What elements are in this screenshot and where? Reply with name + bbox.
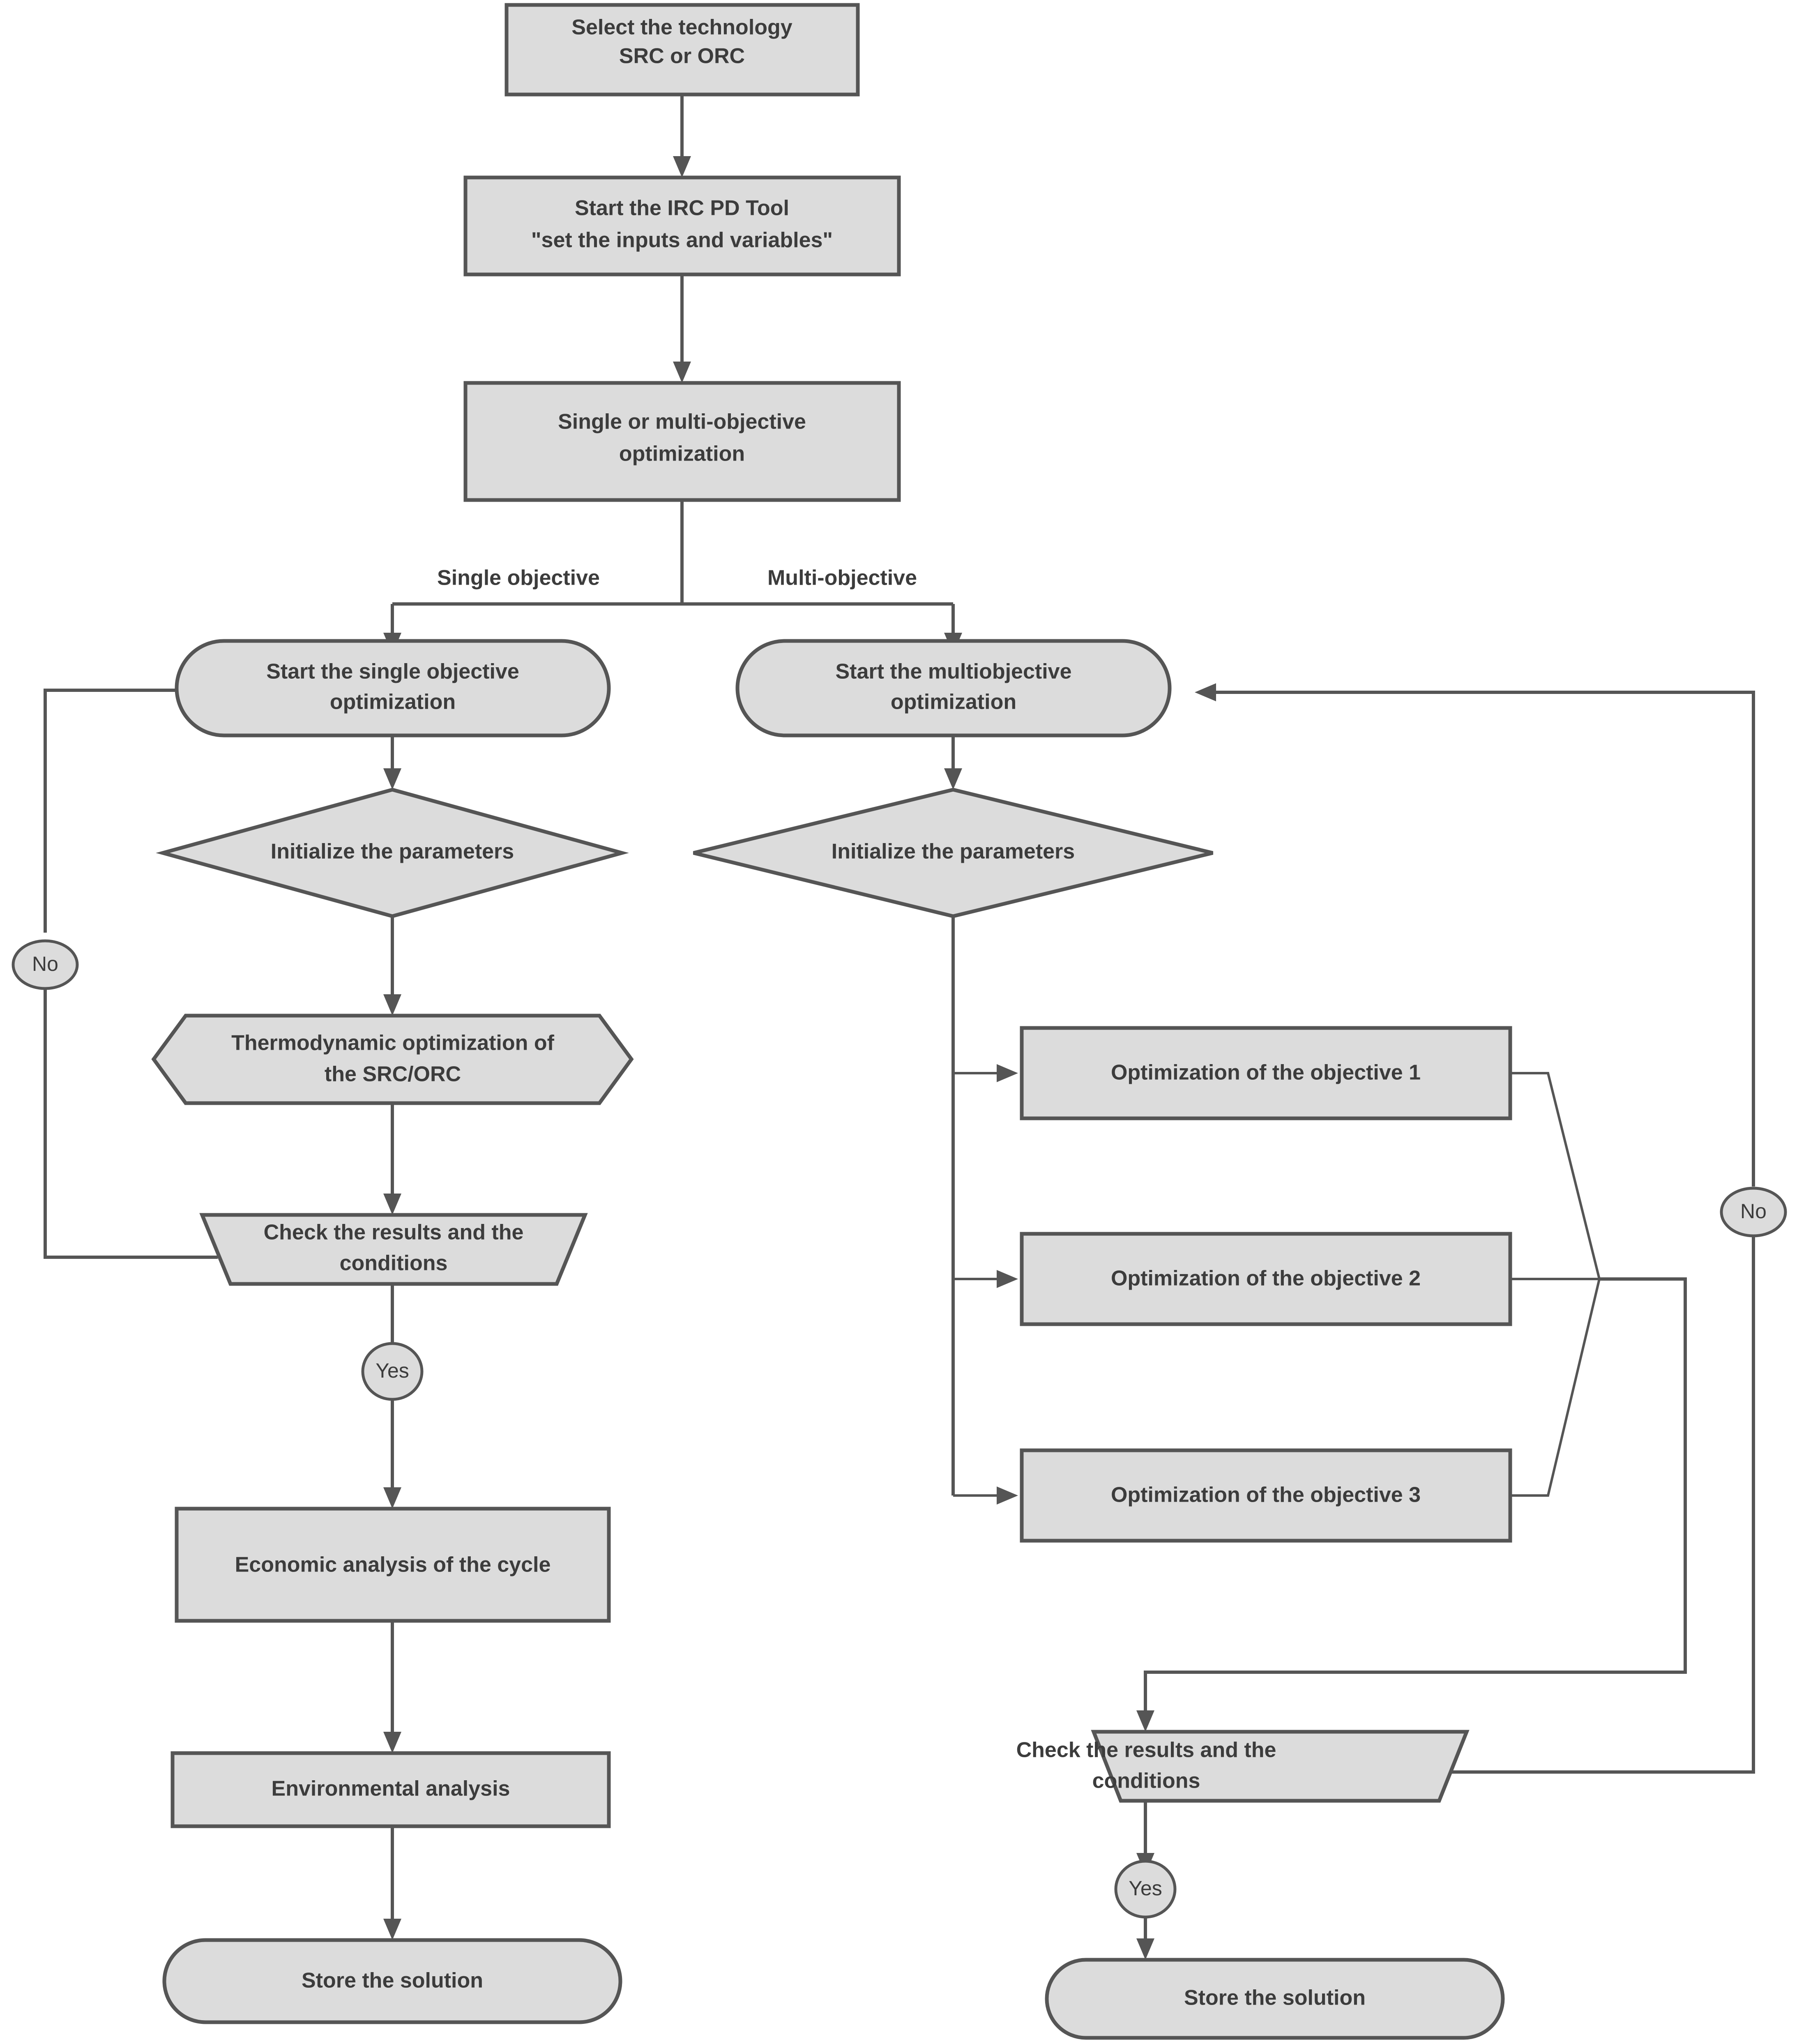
connector-yes-left-label: Yes: [376, 1359, 409, 1382]
node-objective-3-label: Optimization of the objective 3: [1111, 1483, 1421, 1507]
node-objective-1-label: Optimization of the objective 1: [1111, 1061, 1421, 1085]
node-select-technology[interactable]: Select the technology SRC or ORC: [505, 3, 860, 97]
edge-select-to-start-tool: [673, 94, 691, 177]
edge-economic-to-environmental: [383, 1621, 401, 1753]
node-single-or-multi-line2: optimization: [619, 442, 745, 466]
node-environmental-analysis[interactable]: Environmental analysis: [170, 1751, 611, 1828]
connector-yes-right[interactable]: Yes: [1114, 1860, 1177, 1919]
node-store-left-label: Store the solution: [302, 1969, 483, 1993]
node-thermo-opt-line2: the SRC/ORC: [325, 1062, 461, 1086]
edge-trunk-to-objective-3: [953, 1486, 1018, 1505]
node-thermo-opt-line1: Thermodynamic optimization of: [231, 1031, 554, 1055]
edge-check-left-no-loop: [36, 965, 218, 1259]
node-init-params-right-label: Initialize the parameters: [832, 840, 1075, 864]
edge-yes-left-to-economic: [383, 1397, 401, 1509]
node-start-multi-line1: Start the multiobjective: [836, 660, 1072, 684]
branch-label-single-objective: Single objective: [437, 566, 600, 590]
node-init-params-right[interactable]: Initialize the parameters: [693, 788, 1214, 918]
edge-thermo-to-check: [383, 1103, 401, 1215]
node-start-single[interactable]: Start the single objective optimization: [175, 639, 611, 737]
connector-yes-left[interactable]: Yes: [361, 1342, 424, 1401]
connector-no-right-label: No: [1740, 1200, 1767, 1223]
node-single-or-multi-line1: Single or multi-objective: [558, 410, 806, 434]
connector-no-left-label: No: [32, 952, 58, 975]
node-single-or-multi[interactable]: Single or multi-objective optimization: [463, 381, 901, 502]
node-init-params-left-label: Initialize the parameters: [271, 840, 514, 864]
node-check-right-line1: Check the results and the: [1016, 1738, 1276, 1762]
node-check-left[interactable]: Check the results and the conditions: [199, 1213, 588, 1286]
node-check-left-line1: Check the results and the: [264, 1221, 524, 1244]
node-check-right-line2: conditions: [1092, 1769, 1200, 1793]
node-objective-3[interactable]: Optimization of the objective 3: [1020, 1448, 1512, 1543]
node-start-single-line1: Start the single objective: [266, 660, 519, 684]
edge-environmental-to-store: [383, 1826, 401, 1940]
edge-init-to-thermo: [383, 916, 401, 1016]
edge-start-single-to-init: [383, 735, 401, 790]
node-start-multi-line2: optimization: [891, 690, 1016, 714]
node-thermo-opt[interactable]: Thermodynamic optimization of the SRC/OR…: [151, 1014, 634, 1105]
node-environmental-analysis-label: Environmental analysis: [272, 1777, 510, 1801]
node-start-single-line2: optimization: [330, 690, 456, 714]
node-objective-2[interactable]: Optimization of the objective 2: [1020, 1232, 1512, 1326]
edge-trunk-to-objective-1: [953, 1064, 1018, 1082]
edge-no-right-to-start-multi: [1195, 683, 1755, 1187]
node-start-tool-line1: Start the IRC PD Tool: [575, 196, 789, 220]
branch-label-multi-objective: Multi-objective: [767, 566, 917, 590]
node-start-tool-line2: "set the inputs and variables": [531, 228, 833, 252]
node-select-technology-line1: Select the technology: [571, 16, 792, 39]
node-objective-2-label: Optimization of the objective 2: [1111, 1267, 1421, 1290]
node-objective-1[interactable]: Optimization of the objective 1: [1020, 1026, 1512, 1120]
connector-no-right[interactable]: No: [1720, 1187, 1787, 1237]
connector-no-left[interactable]: No: [12, 939, 79, 990]
node-start-multi[interactable]: Start the multiobjective optimization: [735, 639, 1172, 737]
node-economic-analysis[interactable]: Economic analysis of the cycle: [175, 1507, 611, 1623]
edge-check-right-no-loop: [1313, 1237, 1755, 1774]
node-store-left[interactable]: Store the solution: [162, 1938, 622, 2024]
node-store-right-label: Store the solution: [1184, 1986, 1366, 2010]
node-start-tool[interactable]: Start the IRC PD Tool "set the inputs an…: [463, 175, 901, 277]
edge-objective-1-merge: [1510, 1072, 1601, 1279]
edge-start-tool-to-mode: [673, 274, 691, 383]
edge-objective-3-merge: [1510, 1279, 1601, 1497]
node-check-right[interactable]: Check the results and the conditions: [1016, 1730, 1470, 1803]
edge-merge-to-check-right: [1136, 1277, 1687, 1732]
node-select-technology-line2: SRC or ORC: [619, 44, 745, 68]
edge-yes-right-to-store: [1136, 1915, 1154, 1960]
node-store-right[interactable]: Store the solution: [1045, 1958, 1505, 2040]
node-economic-analysis-label: Economic analysis of the cycle: [235, 1553, 551, 1577]
node-init-params-left[interactable]: Initialize the parameters: [156, 788, 629, 918]
connector-yes-right-label: Yes: [1129, 1877, 1162, 1900]
edge-trunk-to-objective-2: [953, 1270, 1018, 1288]
edge-start-multi-to-init: [944, 735, 962, 790]
node-check-left-line2: conditions: [340, 1251, 448, 1275]
